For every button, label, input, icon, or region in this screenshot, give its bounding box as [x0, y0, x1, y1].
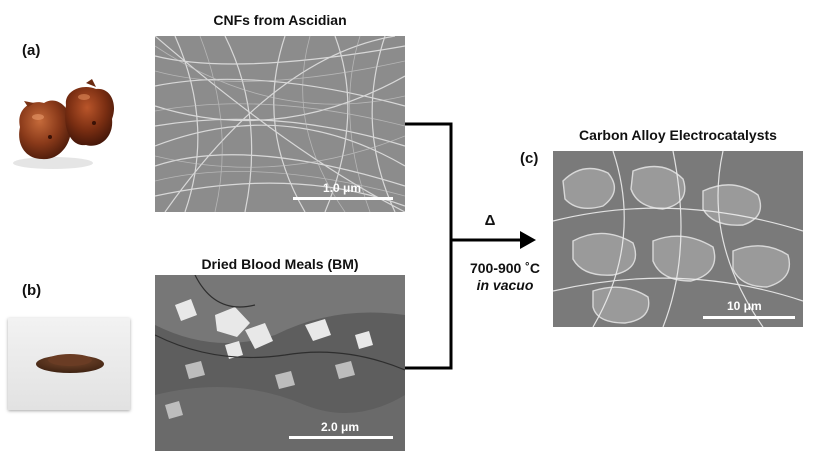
- title-cnfs: CNFs from Ascidian: [213, 12, 347, 28]
- vacuum-label: in vacuo: [476, 277, 534, 293]
- heat-symbol: Δ: [484, 212, 496, 229]
- title-blood-meals: Dried Blood Meals (BM): [201, 256, 359, 272]
- panel-label-a: (a): [22, 42, 41, 59]
- temperature-label: 700-900 ˚C: [469, 260, 541, 276]
- panel-label-c: (c): [520, 150, 539, 167]
- sem-image-cnfs: 1.0 μm: [155, 36, 405, 212]
- scale-label-c: 10 μm: [727, 299, 762, 313]
- title-carbon-alloy: Carbon Alloy Electrocatalysts: [579, 127, 777, 143]
- scale-label-a: 1.0 μm: [323, 181, 362, 195]
- sem-image-carbon-alloy: 10 μm: [553, 151, 803, 327]
- arrow-head-icon: [520, 231, 536, 249]
- scale-bar-b: [289, 436, 393, 439]
- blood-meal-powder-photo: [8, 318, 130, 410]
- panel-label-b: (b): [22, 282, 42, 299]
- scale-bar-a: [293, 197, 393, 200]
- scale-bar-c: [703, 316, 795, 319]
- ascidian-photo: [8, 75, 123, 175]
- sem-image-blood-meals: 2.0 μm: [155, 275, 405, 451]
- scale-label-b: 2.0 μm: [321, 420, 360, 434]
